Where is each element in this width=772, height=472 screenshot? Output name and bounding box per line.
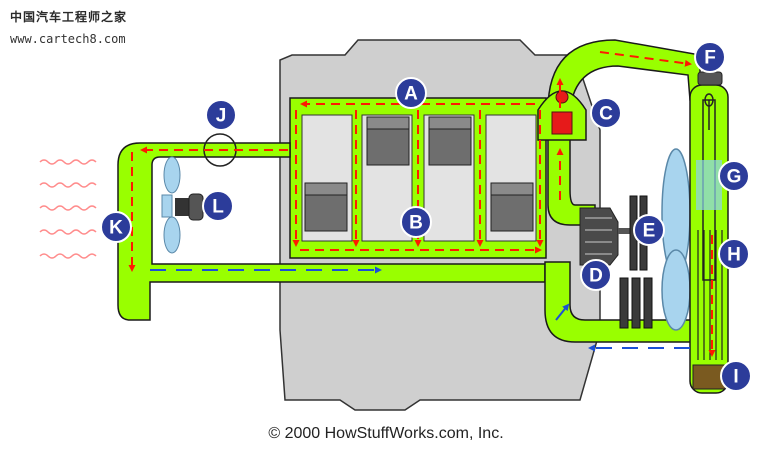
piston-3 — [428, 116, 472, 166]
watermark-url: www.cartech8.com — [10, 32, 126, 46]
heater-core — [117, 142, 546, 321]
copyright-credit: © 2000 HowStuffWorks.com, Inc. — [268, 425, 504, 442]
svg-text:A: A — [404, 84, 418, 105]
radiator — [689, 71, 729, 394]
label-badge-J: J — [205, 99, 237, 131]
thermostat-housing — [537, 90, 587, 141]
svg-text:C: C — [599, 104, 613, 125]
piston-2 — [366, 116, 410, 166]
svg-text:I: I — [733, 367, 738, 388]
svg-text:D: D — [589, 266, 603, 287]
fan-icon — [161, 156, 181, 254]
water-pump — [579, 207, 619, 266]
svg-text:L: L — [212, 197, 224, 218]
label-badge-B: B — [400, 206, 432, 238]
radiator-fan — [661, 148, 691, 331]
heat-wave-icon — [39, 159, 97, 259]
svg-text:H: H — [727, 245, 741, 266]
label-badge-E: E — [633, 214, 665, 246]
svg-text:B: B — [409, 213, 423, 234]
label-badge-C: C — [590, 97, 622, 129]
piston-4 — [490, 182, 534, 232]
label-badge-K: K — [100, 211, 132, 243]
svg-text:G: G — [727, 167, 742, 188]
heater-fan — [161, 156, 204, 254]
label-badge-G: G — [718, 160, 750, 192]
component-labels: A B C D E F G H I J K L — [100, 41, 752, 392]
hot-flow-arrows — [128, 51, 716, 357]
label-badge-L: L — [202, 190, 234, 222]
motor-icon — [175, 193, 204, 221]
pistons — [304, 116, 534, 232]
label-badge-I: I — [720, 360, 752, 392]
cool-flow-arrows — [150, 266, 690, 352]
lower-radiator-hose — [544, 261, 701, 343]
label-badge-H: H — [718, 238, 750, 270]
svg-text:J: J — [216, 106, 227, 127]
svg-text:K: K — [109, 218, 123, 239]
svg-text:F: F — [704, 48, 716, 69]
watermark-site-name: 中国汽车工程师之家 — [10, 10, 128, 24]
piston-1 — [304, 182, 348, 232]
label-badge-A: A — [395, 77, 427, 109]
label-badge-D: D — [580, 259, 612, 291]
label-badge-F: F — [694, 41, 726, 73]
svg-text:E: E — [643, 221, 656, 242]
